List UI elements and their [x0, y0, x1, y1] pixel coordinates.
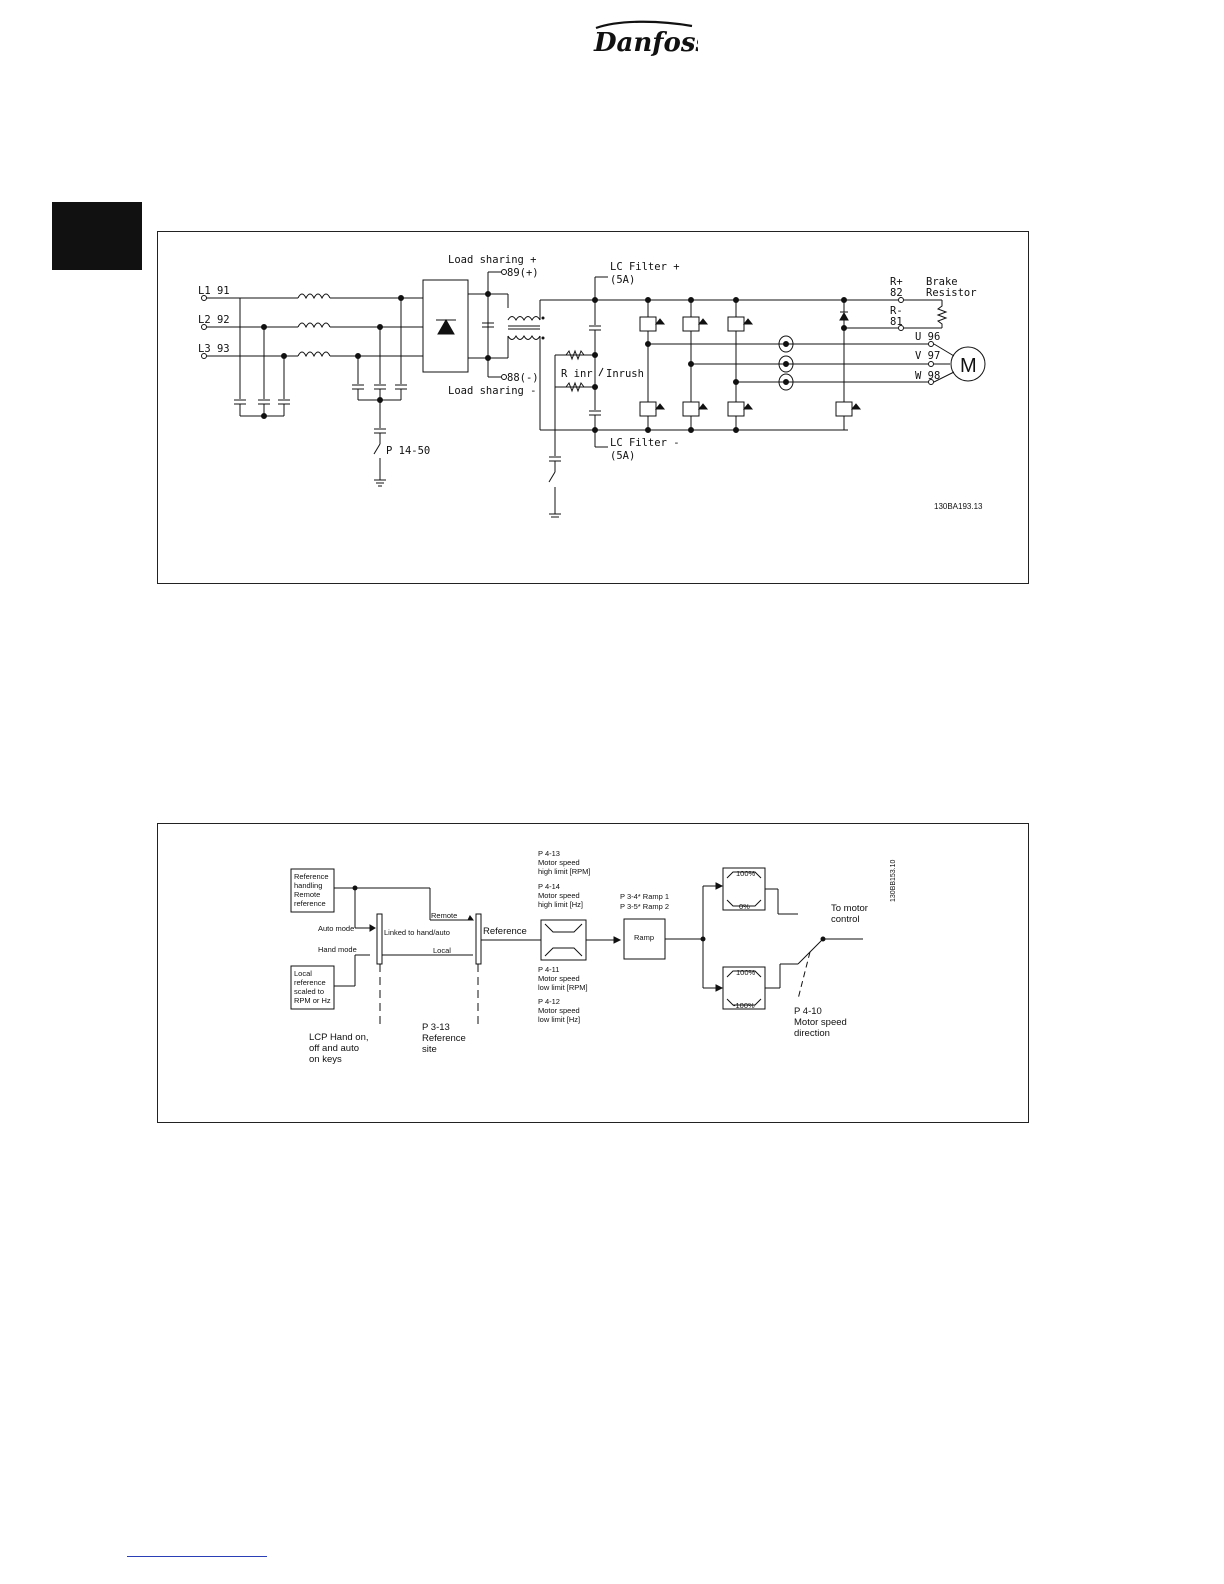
p313-line2: Reference — [422, 1033, 466, 1044]
local-ref-line2: reference — [294, 978, 326, 987]
terminal-w98: W 98 — [915, 370, 940, 382]
p413-line1: P 4-13 — [538, 849, 560, 858]
local-ref-line4: RPM or Hz — [294, 996, 331, 1005]
terminal-88: 88(-) — [507, 372, 539, 384]
remote-ref-line2: handling — [294, 881, 322, 890]
p411-line1: P 4-11 — [538, 965, 559, 974]
p413-line2: Motor speed — [538, 858, 580, 867]
label-load-sharing-plus: Load sharing + — [448, 254, 537, 266]
remote-ref-line1: Reference — [294, 872, 329, 881]
p412-line3: low limit [Hz] — [538, 1015, 580, 1024]
label-local: Local — [433, 946, 451, 955]
label-p1450: P 14-50 — [386, 445, 430, 457]
p411-line3: low limit [RPM] — [538, 983, 588, 992]
to-motor-line1: To motor — [831, 903, 868, 914]
remote-ref-line3: Remote — [294, 890, 320, 899]
label-r-minus: R- — [890, 305, 903, 317]
logo-text: Danfoss — [593, 28, 698, 58]
label-brake: Brake — [926, 276, 958, 288]
chapter-tab — [52, 202, 142, 270]
p313-line3: site — [422, 1044, 437, 1055]
p412-line1: P 4-12 — [538, 997, 560, 1006]
p414-line3: high limit [Hz] — [538, 900, 583, 909]
power-circuit-diagram: L1 91 L2 92 L3 93 P 14-50 — [157, 231, 1029, 584]
ramp-param-1: P 3-4* Ramp 1 — [620, 892, 669, 901]
motor-label: M — [960, 355, 977, 377]
label-lc-filter-minus: LC Filter - — [610, 437, 680, 449]
label-hand-mode: Hand mode — [318, 945, 357, 954]
p413-line3: high limit [RPM] — [538, 867, 591, 876]
label-r-plus: R+ — [890, 276, 903, 288]
p412-line2: Motor speed — [538, 1006, 580, 1015]
label-load-sharing-minus: Load sharing - — [448, 385, 537, 397]
ramp-label: Ramp — [634, 933, 654, 942]
label-lc-filter-plus: LC Filter + — [610, 261, 680, 273]
label-remote: Remote — [431, 911, 457, 920]
p410-line1: P 4-10 — [794, 1006, 822, 1017]
remote-ref-line4: reference — [294, 899, 326, 908]
top-box-max: 100% — [736, 869, 756, 878]
label-inrush: Inrush — [606, 368, 644, 380]
p414-line2: Motor speed — [538, 891, 580, 900]
terminal-l1: L1 91 — [198, 285, 230, 297]
label-r-minus-number: 81 — [890, 316, 903, 328]
top-box-min: 0% — [739, 902, 750, 911]
diagram-code-2: 130BB153.10 — [890, 859, 897, 902]
bottom-box-max: 100% — [736, 968, 756, 977]
terminal-l3: L3 93 — [198, 343, 230, 355]
lcp-line1: LCP Hand on, — [309, 1032, 369, 1043]
diagram-code: 130BA193.13 — [934, 502, 983, 511]
to-motor-line2: control — [831, 914, 860, 925]
label-lc-filter-minus-amps: (5A) — [610, 450, 635, 462]
p313-line1: P 3-13 — [422, 1022, 450, 1033]
local-ref-line1: Local — [294, 969, 312, 978]
lcp-line2: off and auto — [309, 1043, 359, 1054]
p411-line2: Motor speed — [538, 974, 580, 983]
label-r-plus-number: 82 — [890, 287, 903, 299]
p410-line3: direction — [794, 1028, 830, 1039]
lcp-line3: on keys — [309, 1054, 342, 1065]
label-resistor: Resistor — [926, 287, 977, 299]
reference-handling-diagram: Reference handling Remote reference Loca… — [157, 823, 1029, 1123]
terminal-89: 89(+) — [507, 267, 539, 279]
footer-link-line — [127, 1556, 267, 1557]
p414-line1: P 4-14 — [538, 882, 560, 891]
label-r-inr: R inr — [561, 368, 593, 380]
danfoss-logo: Danfoss — [593, 20, 698, 58]
label-linked-hand-auto: Linked to hand/auto — [384, 928, 450, 937]
terminal-u96: U 96 — [915, 331, 940, 343]
terminal-l2: L2 92 — [198, 314, 230, 326]
label-reference: Reference — [483, 926, 527, 937]
terminal-v97: V 97 — [915, 350, 940, 362]
label-lc-filter-plus-amps: (5A) — [610, 274, 635, 286]
local-ref-line3: scaled to — [294, 987, 324, 996]
bottom-box-min: -100% — [733, 1001, 755, 1010]
label-auto-mode: Auto mode — [318, 924, 354, 933]
ramp-param-2: P 3-5* Ramp 2 — [620, 902, 669, 911]
p410-line2: Motor speed — [794, 1017, 847, 1028]
